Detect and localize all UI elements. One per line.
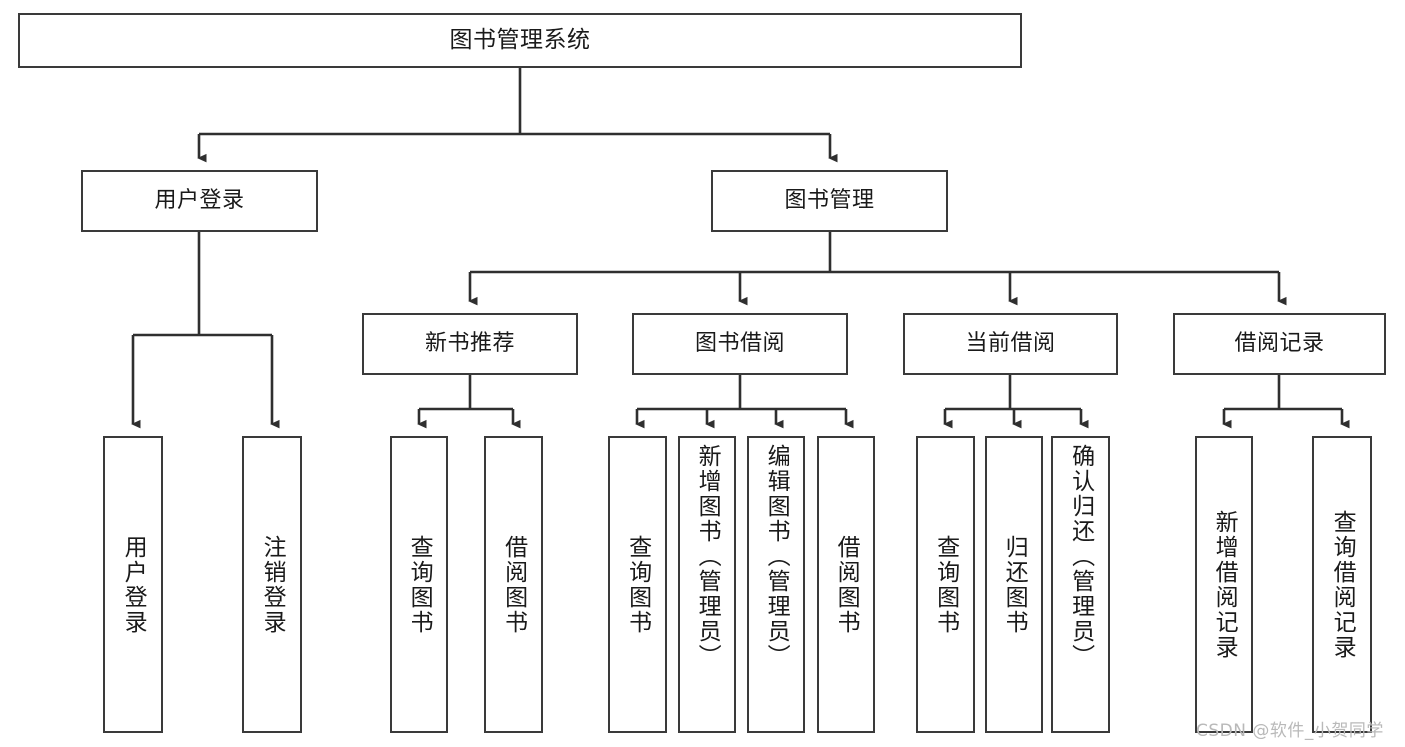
node-leaf-8[interactable]: 查询图书 (916, 436, 975, 733)
node-label: 用户登录 (154, 188, 245, 214)
node-label: 编辑图书（管理员） (763, 444, 790, 669)
node-label: 借阅记录 (1234, 331, 1325, 357)
node-leaf-12[interactable]: 查询借阅记录 (1312, 436, 1372, 733)
node-leaf-5[interactable]: 新增图书（管理员） (678, 436, 736, 733)
node-level3-2[interactable]: 当前借阅 (903, 313, 1118, 375)
node-level3-1[interactable]: 图书借阅 (632, 313, 848, 375)
node-label: 查询图书 (624, 534, 651, 635)
node-leaf-7[interactable]: 借阅图书 (817, 436, 875, 733)
node-label: 图书管理 (784, 188, 875, 214)
node-level2-0[interactable]: 用户登录 (81, 170, 318, 232)
node-label: 新增图书（管理员） (694, 444, 721, 669)
node-label: 用户登录 (120, 534, 147, 635)
node-leaf-4[interactable]: 查询图书 (608, 436, 667, 733)
node-label: 图书管理系统 (449, 27, 591, 54)
node-label: 注销登录 (259, 534, 286, 635)
node-leaf-0[interactable]: 用户登录 (103, 436, 163, 733)
node-leaf-2[interactable]: 查询图书 (390, 436, 448, 733)
node-leaf-6[interactable]: 编辑图书（管理员） (747, 436, 805, 733)
node-label: 借阅图书 (833, 534, 860, 635)
node-label: 查询借阅记录 (1329, 509, 1356, 660)
csdn-watermark: CSDN @软件_小贺同学 (1196, 721, 1384, 741)
node-level3-0[interactable]: 新书推荐 (362, 313, 578, 375)
node-label: 查询图书 (406, 534, 433, 635)
node-level3-3[interactable]: 借阅记录 (1173, 313, 1386, 375)
node-leaf-9[interactable]: 归还图书 (985, 436, 1043, 733)
node-leaf-11[interactable]: 新增借阅记录 (1195, 436, 1253, 733)
node-label: 新增借阅记录 (1211, 509, 1238, 660)
node-label: 归还图书 (1001, 534, 1028, 635)
node-leaf-3[interactable]: 借阅图书 (484, 436, 543, 733)
node-label: 借阅图书 (500, 534, 527, 635)
node-label: 图书借阅 (694, 331, 785, 357)
node-level2-1[interactable]: 图书管理 (711, 170, 948, 232)
node-label: 查询图书 (932, 534, 959, 635)
node-root[interactable]: 图书管理系统 (18, 13, 1022, 68)
node-label: 新书推荐 (424, 331, 515, 357)
node-leaf-10[interactable]: 确认归还（管理员） (1051, 436, 1110, 733)
node-label: 当前借阅 (965, 331, 1056, 357)
node-label: 确认归还（管理员） (1067, 444, 1094, 669)
node-leaf-1[interactable]: 注销登录 (242, 436, 302, 733)
